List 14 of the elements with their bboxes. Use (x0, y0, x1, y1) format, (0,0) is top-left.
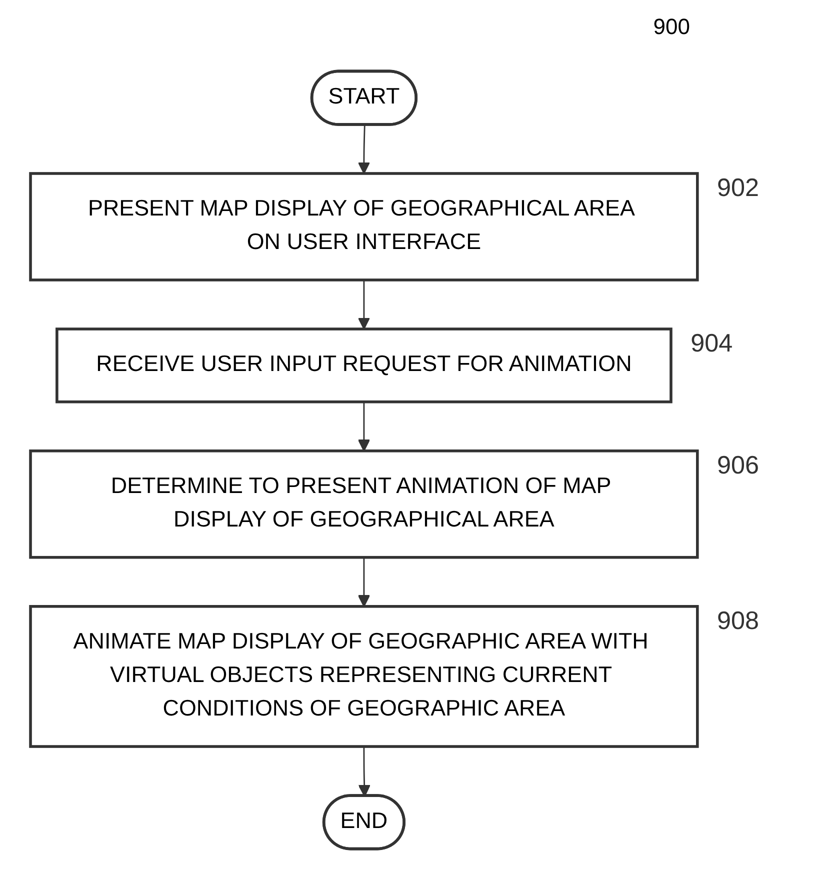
arrow (358, 402, 370, 452)
reference-numeral: 908 (717, 606, 760, 635)
node-box: RECEIVE USER INPUT REQUEST FOR ANIMATION (56, 328, 672, 404)
node-box: ANIMATE MAP DISPLAY OF GEOGRAPHIC AREA WITH VIRTUAL OBJECTS REPRESENTING CURRENT CONDITIONS OF GEOGRAPHIC AREA (29, 605, 699, 748)
reference-numeral: 906 (717, 451, 760, 480)
reference-numeral: 902 (717, 174, 760, 202)
arrow (358, 125, 370, 174)
node-box: PRESENT MAP DISPLAY OF GEOGRAPHICAL AREA ON USER INTERFACE (29, 172, 699, 282)
reference-numeral: 900 (653, 14, 690, 40)
reference-numeral: 904 (690, 329, 733, 358)
node-box: DETERMINE TO PRESENT ANIMATION OF MAP DISPLAY OF GEOGRAPHICAL AREA (29, 450, 699, 559)
arrow (358, 746, 370, 797)
arrow (358, 557, 370, 607)
arrow (358, 280, 370, 330)
